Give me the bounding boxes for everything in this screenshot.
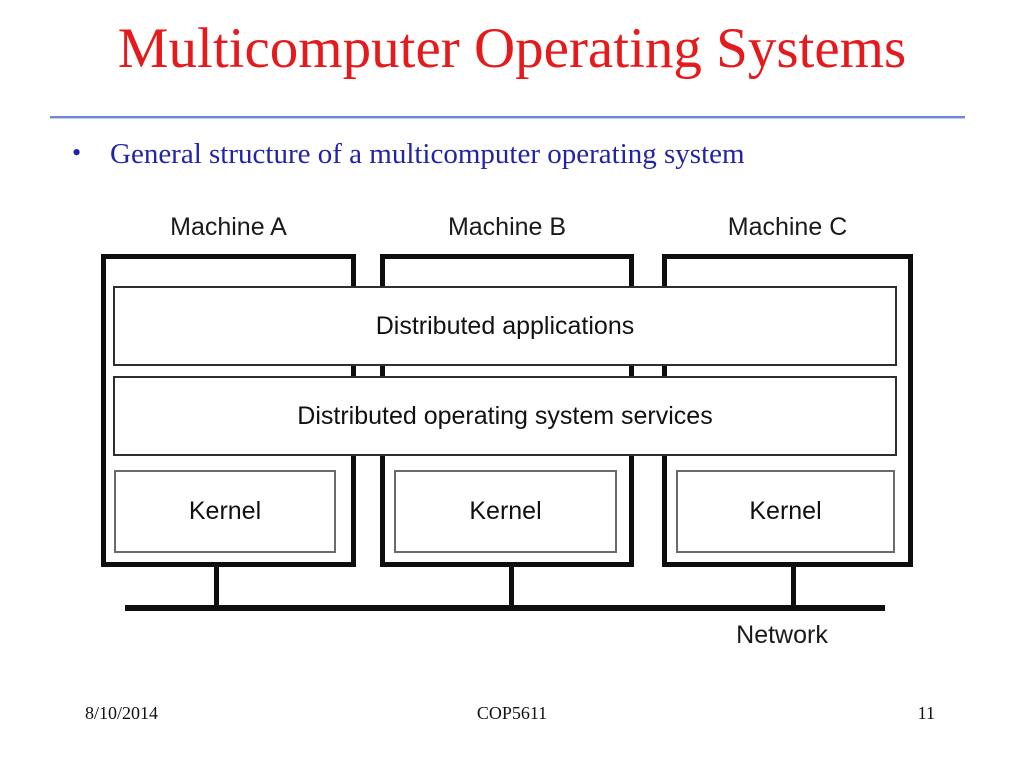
network-label: Network: [736, 621, 828, 649]
footer-date: 8/10/2014: [85, 703, 159, 723]
bullet-text: General structure of a multicomputer ope…: [110, 138, 745, 170]
machine-a-label: Machine A: [170, 213, 287, 241]
kernel-b-box: Kernel: [394, 470, 617, 553]
distributed-applications-box: Distributed applications: [113, 286, 897, 366]
bullet-marker: •: [72, 138, 82, 167]
machine-b-network-connector-line: [509, 565, 514, 607]
kernel-a-box: Kernel: [114, 470, 336, 553]
network-bus-line: [125, 605, 885, 611]
distributed-applications-label: Distributed applications: [375, 311, 635, 340]
page-title: Multicomputer Operating Systems: [117, 17, 907, 80]
footer-course-code: COP5611: [476, 703, 548, 723]
kernel-c-box: Kernel: [676, 470, 895, 553]
kernel-a-label: Kernel: [188, 497, 262, 525]
machine-c-label: Machine C: [727, 213, 848, 241]
footer-page-number: 11: [917, 703, 935, 723]
distributed-os-services-label: Distributed operating system services: [297, 401, 713, 430]
distributed-os-services-box: Distributed operating system services: [113, 376, 897, 456]
kernel-b-label: Kernel: [469, 497, 542, 525]
bullet-item: • General structure of a multicomputer o…: [72, 136, 745, 172]
kernel-c-label: Kernel: [749, 497, 822, 525]
machine-b-label: Machine B: [447, 213, 567, 241]
title-separator-line: [50, 116, 965, 118]
machine-c-network-connector-line: [791, 565, 796, 607]
machine-a-network-connector-line: [214, 565, 219, 607]
